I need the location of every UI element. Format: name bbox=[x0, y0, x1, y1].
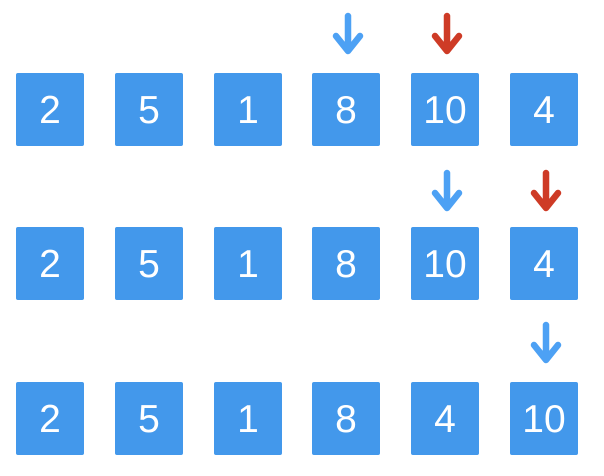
cell-value: 1 bbox=[237, 398, 259, 441]
array-cell: 2 bbox=[16, 73, 84, 146]
cell-value: 1 bbox=[237, 89, 259, 132]
cell-value: 2 bbox=[39, 89, 61, 132]
array-cell: 8 bbox=[312, 227, 380, 300]
cell-value: 2 bbox=[39, 243, 61, 286]
cell-value: 4 bbox=[533, 89, 555, 132]
array-cell: 5 bbox=[115, 73, 183, 146]
cell-value: 5 bbox=[138, 89, 160, 132]
blue-pointer-arrow-icon bbox=[330, 11, 366, 57]
array-cell: 2 bbox=[16, 227, 84, 300]
array-cell: 5 bbox=[115, 227, 183, 300]
array-cell: 8 bbox=[312, 382, 380, 455]
cell-value: 1 bbox=[237, 243, 259, 286]
array-cell: 4 bbox=[510, 227, 578, 300]
red-pointer-arrow-icon bbox=[528, 168, 564, 214]
array-cell: 10 bbox=[411, 227, 479, 300]
cell-value: 4 bbox=[434, 398, 456, 441]
cell-value: 8 bbox=[335, 398, 357, 441]
array-cell: 10 bbox=[510, 382, 578, 455]
blue-pointer-arrow-icon bbox=[429, 168, 465, 214]
cell-value: 2 bbox=[39, 398, 61, 441]
cell-value: 8 bbox=[335, 89, 357, 132]
cell-value: 5 bbox=[138, 398, 160, 441]
cell-value: 10 bbox=[522, 398, 566, 441]
array-cell: 1 bbox=[214, 382, 282, 455]
array-cell: 10 bbox=[411, 73, 479, 146]
red-pointer-arrow-icon bbox=[429, 11, 465, 57]
cell-value: 10 bbox=[423, 89, 467, 132]
array-cell: 1 bbox=[214, 227, 282, 300]
array-cell: 1 bbox=[214, 73, 282, 146]
cell-value: 5 bbox=[138, 243, 160, 286]
array-cell: 4 bbox=[411, 382, 479, 455]
array-cell: 4 bbox=[510, 73, 578, 146]
array-row: 2 5 1 8 10 4 bbox=[0, 168, 604, 300]
array-cell: 2 bbox=[16, 382, 84, 455]
array-cell: 5 bbox=[115, 382, 183, 455]
array-row: 2 5 1 8 4 10 bbox=[0, 320, 604, 455]
cell-value: 10 bbox=[423, 243, 467, 286]
cell-value: 8 bbox=[335, 243, 357, 286]
array-row: 2 5 1 8 10 4 bbox=[0, 11, 604, 146]
cell-value: 4 bbox=[533, 243, 555, 286]
blue-pointer-arrow-icon bbox=[528, 320, 564, 366]
array-cell: 8 bbox=[312, 73, 380, 146]
